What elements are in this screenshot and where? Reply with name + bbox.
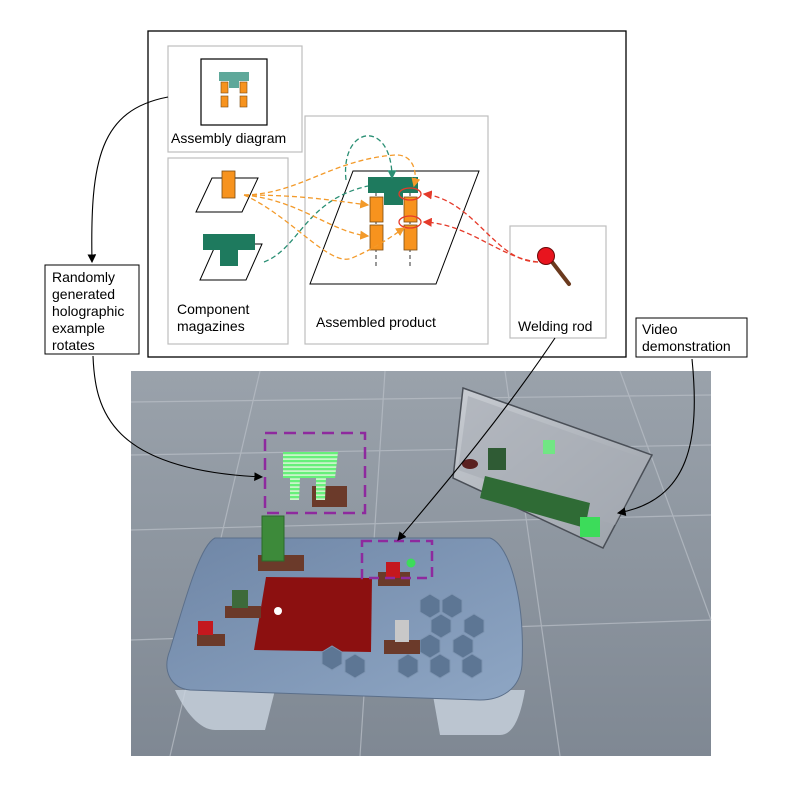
hologram-highlight-box bbox=[263, 431, 367, 515]
welding-rod-label: Welding rod bbox=[518, 318, 592, 334]
leader-arrows bbox=[87, 96, 695, 541]
placed-orange-3 bbox=[369, 224, 384, 251]
orange-component bbox=[221, 170, 236, 199]
stand-cylinder bbox=[384, 640, 420, 654]
hologram-callout-line5: rotates bbox=[52, 337, 95, 353]
orange-arrow-3 bbox=[243, 194, 370, 240]
hologram-callout-line1: Randomly bbox=[52, 269, 115, 285]
callout-hologram: Randomly generated holographic example r… bbox=[44, 264, 140, 355]
hologram-example bbox=[263, 431, 367, 515]
welding-rod-highlight-box bbox=[360, 539, 434, 580]
welding-rod-3d bbox=[406, 558, 416, 568]
green-part-small bbox=[232, 590, 248, 608]
assembled-structure bbox=[368, 177, 422, 266]
assembly-plate bbox=[309, 170, 480, 285]
diagram-panel: Assembly diagram Component magazines bbox=[147, 30, 627, 358]
assembly-diagram-panel: Assembly diagram bbox=[167, 45, 303, 153]
assembled-product-panel: Assembled product bbox=[304, 115, 489, 345]
workbench bbox=[166, 515, 525, 735]
cylinder-part bbox=[395, 620, 409, 642]
weld-point-2 bbox=[398, 215, 422, 229]
hologram-shape bbox=[283, 452, 338, 500]
video-screen bbox=[452, 386, 654, 549]
red-cube bbox=[198, 621, 213, 635]
video-pillar bbox=[488, 448, 506, 470]
video-callout-line2: demonstration bbox=[642, 338, 731, 354]
video-green-cube bbox=[580, 517, 600, 537]
weld-point-1 bbox=[398, 187, 422, 201]
orange-arrow-4 bbox=[243, 194, 406, 260]
welding-rod-tip bbox=[537, 247, 555, 265]
placed-teal-component bbox=[368, 177, 418, 205]
hologram-callout-box bbox=[44, 264, 140, 355]
welding-rod-box bbox=[509, 225, 607, 339]
component-magazines-label-line1: Component bbox=[177, 301, 249, 317]
hologram-callout-line3: holographic bbox=[52, 303, 124, 319]
video-callout-line1: Video bbox=[642, 321, 678, 337]
stand-red-cube bbox=[197, 634, 225, 646]
red-arrow-1 bbox=[422, 190, 539, 263]
arrow-diagram-to-callout bbox=[87, 96, 169, 264]
assembly-diagram-thumbnail bbox=[200, 58, 268, 126]
arrow-callout-to-hologram bbox=[92, 355, 264, 482]
teal-arrow-from-magazine bbox=[263, 185, 369, 263]
component-magazines-label-line2: magazines bbox=[177, 318, 245, 334]
assembled-product-label: Assembled product bbox=[316, 314, 436, 330]
video-red-object bbox=[462, 459, 478, 469]
teal-component bbox=[203, 234, 255, 266]
welding-red-block bbox=[386, 562, 400, 578]
hologram-callout-line2: generated bbox=[52, 286, 115, 302]
work-area bbox=[254, 577, 372, 652]
placed-orange-2 bbox=[403, 196, 418, 223]
table-leg-left bbox=[175, 690, 275, 730]
video-callout-box bbox=[635, 317, 748, 358]
callout-video: Video demonstration bbox=[635, 317, 748, 358]
stand-left bbox=[225, 606, 261, 618]
red-arrow-2 bbox=[422, 217, 539, 263]
video-green-table bbox=[480, 476, 590, 528]
welding-rod-panel: Welding rod bbox=[509, 225, 607, 339]
hex-tile-grid bbox=[321, 593, 485, 679]
hologram-callout-line4: example bbox=[52, 320, 105, 336]
arrow-welding-rod-to-scene bbox=[397, 337, 556, 541]
table-leg-right bbox=[432, 690, 525, 735]
assembly-diagram-icon bbox=[219, 72, 249, 108]
teal-arrow-top bbox=[344, 135, 397, 181]
arrow-video-to-screen bbox=[616, 358, 695, 516]
placed-orange-4 bbox=[403, 224, 418, 251]
flow-arrows bbox=[243, 135, 539, 263]
green-pillar bbox=[261, 515, 285, 562]
component-magazines-panel: Component magazines bbox=[167, 157, 289, 345]
video-floor bbox=[458, 396, 648, 525]
assembly-diagram-label: Assembly diagram bbox=[171, 130, 286, 146]
vr-scene bbox=[130, 370, 712, 757]
placed-orange-1 bbox=[369, 196, 384, 223]
video-hologram bbox=[543, 440, 555, 454]
orange-arrow-2 bbox=[243, 194, 370, 209]
work-area-marker bbox=[274, 607, 282, 615]
